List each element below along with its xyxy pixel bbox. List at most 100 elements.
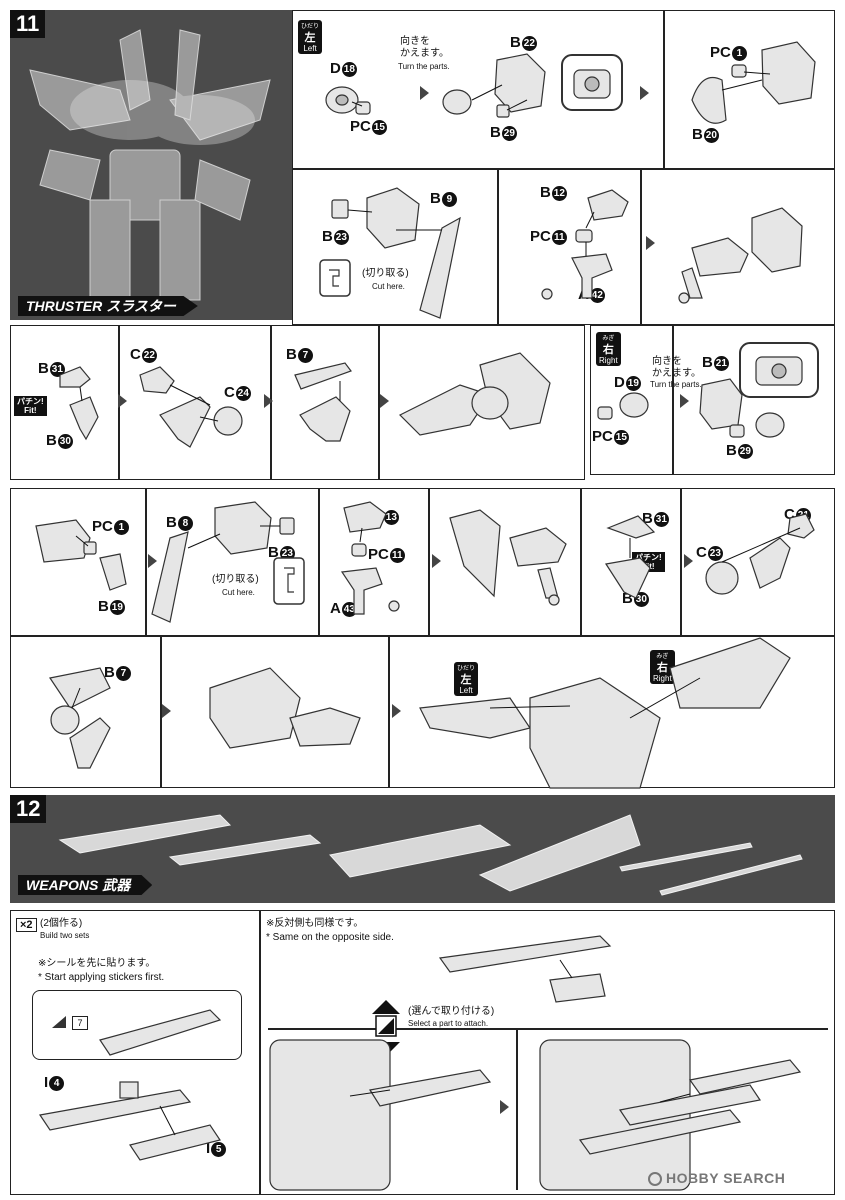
- step11d-parts-drawing: [597, 342, 819, 438]
- step11-banner: THRUSTER スラスター: [18, 296, 198, 316]
- step11-box-assembly-3: [10, 488, 835, 788]
- sticker-icon: [52, 1016, 66, 1028]
- step11-divider: [145, 488, 147, 635]
- step11b-parts-drawing: [319, 187, 803, 319]
- step-arrow: [392, 704, 401, 718]
- step11-number: 11: [10, 10, 46, 38]
- step11-box-divider-h: [292, 168, 835, 170]
- turn-parts-note-jp: 向きを かえます。: [652, 356, 701, 379]
- opposite-side-jp: ※反対側も同様です。: [266, 918, 364, 929]
- cut-here-note-en: Cut here.: [372, 282, 405, 291]
- step11a-parts-drawing: [325, 41, 816, 124]
- right-side-badge: みぎ 右 Right: [596, 332, 621, 366]
- step11-divider: [428, 488, 430, 635]
- turn-parts-note-jp: 向きを かえます。: [400, 36, 449, 59]
- sticker-callout: [32, 990, 242, 1060]
- step12-number: 12: [10, 795, 47, 823]
- step-arrow: [640, 86, 649, 100]
- step11c-parts-drawing: [59, 352, 551, 448]
- step-arrow: [680, 394, 689, 408]
- sticker-note-jp: ※シールを先に貼ります。: [38, 958, 156, 969]
- sticker-number-box: 7: [72, 1016, 88, 1030]
- step-arrow: [264, 394, 273, 408]
- left-side-badge: ひだり 左 Left: [454, 662, 479, 696]
- build-two-en: Build two sets: [40, 931, 90, 940]
- cut-here-note-jp: (切り取る): [212, 574, 259, 585]
- cut-here-note-en: Cut here.: [222, 588, 255, 597]
- sticker-note-en: * Start applying stickers first.: [38, 972, 165, 983]
- left-side-badge: ひだり 左 Left: [298, 20, 323, 54]
- step11-divider: [378, 325, 380, 480]
- step12a-parts-drawing: [38, 1009, 222, 1161]
- fit-badge: パチン!Fit!: [14, 396, 47, 416]
- step11e-parts-drawing: [35, 501, 815, 789]
- step-arrow: [432, 554, 441, 568]
- step11-divider: [580, 488, 582, 635]
- step-arrow: [420, 86, 429, 100]
- step11-divider: [672, 325, 674, 475]
- right-side-badge: みぎ 右 Right: [650, 650, 675, 684]
- step11-box-divider-v2: [497, 168, 499, 325]
- step11-divider: [318, 488, 320, 635]
- turn-parts-note-en: Turn the parts.: [650, 380, 702, 389]
- step12b-parts-drawing: [269, 935, 802, 1191]
- step12-banner: WEAPONS 武器: [18, 875, 153, 895]
- step11-divider: [10, 635, 835, 637]
- select-part-jp: (選んで取り付ける): [408, 1006, 495, 1017]
- step-arrow: [380, 394, 389, 408]
- step11-photo-panel: [10, 10, 292, 320]
- weapons-photo-illustration: [58, 814, 803, 896]
- thruster-photo-illustration: [29, 29, 271, 301]
- step-arrow: [162, 704, 171, 718]
- step-arrow: [500, 1100, 509, 1114]
- watermark-logo-icon: [648, 1172, 662, 1187]
- step11-box-divider-v1: [663, 10, 665, 168]
- cut-here-note-jp: (切り取る): [362, 268, 409, 279]
- step-arrow: [118, 394, 127, 408]
- turn-parts-note-en: Turn the parts.: [398, 62, 450, 71]
- step11-divider: [388, 635, 390, 788]
- step11-box-divider-v3: [640, 168, 642, 325]
- step-arrow: [684, 554, 693, 568]
- opposite-side-en: * Same on the opposite side.: [266, 932, 394, 943]
- step-arrow: [148, 554, 157, 568]
- select-part-en: Select a part to attach.: [408, 1019, 489, 1028]
- hobby-search-watermark: HOBBY SEARCH: [648, 1170, 785, 1187]
- build-two-badge: ×2: [16, 918, 37, 932]
- step12-divider: [516, 1030, 518, 1190]
- step-arrow: [646, 236, 655, 250]
- step11-divider: [160, 635, 162, 788]
- step12-divider: [268, 1028, 828, 1030]
